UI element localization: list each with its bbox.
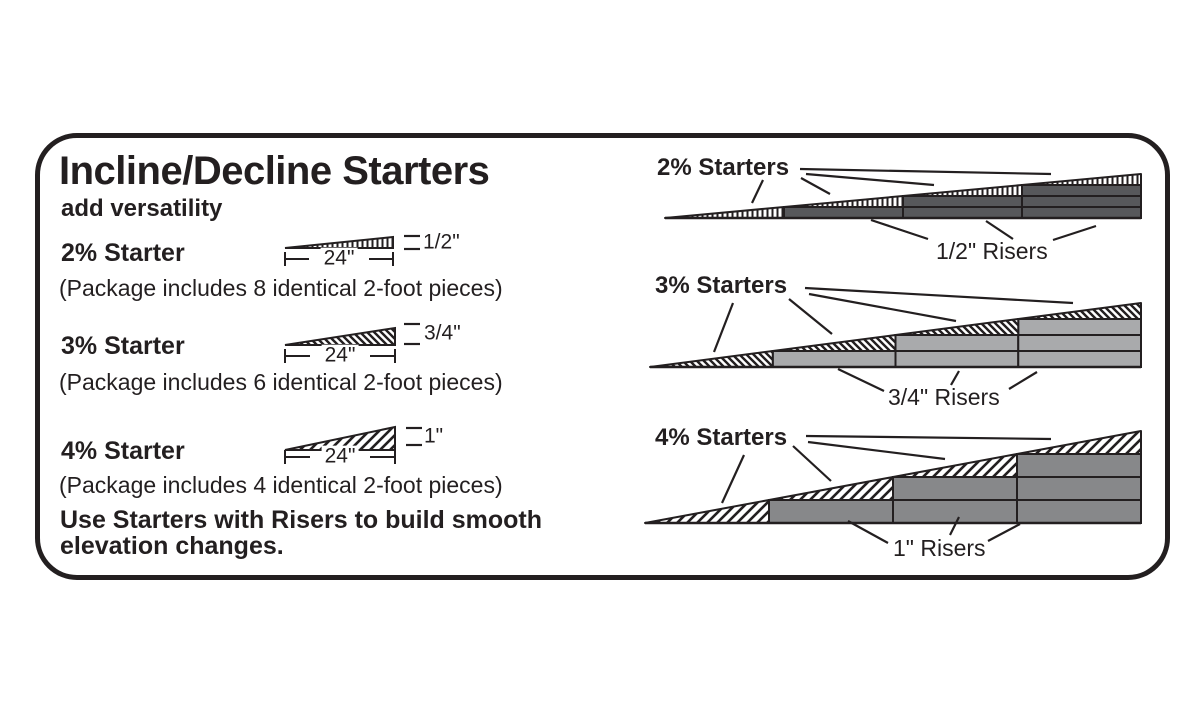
riser-leader-line [950,370,960,386]
length-dimension-label-4pct: 24" [321,445,359,469]
starter-leader-line [805,172,935,187]
riser-block [892,499,1018,524]
riser-block [902,195,1023,208]
starter-wedge [1017,302,1142,320]
starter-leader-line [788,298,833,335]
riser-block [902,206,1023,219]
riser-label-4pct: 1" Risers [893,535,986,561]
riser-block [1021,206,1142,219]
usage-note-line2: elevation changes. [60,532,284,560]
starter-wedge [771,334,897,352]
assembly-label-3pct: 3% Starters [655,272,788,299]
riser-block [1016,499,1142,524]
riser-leader-line [987,523,1021,542]
assembly-diagram-2pct [664,167,1142,242]
starter-piece-drawing-4pct [284,425,422,464]
starter-leader-line [800,177,831,195]
starter-wedge [894,318,1020,336]
starter-leader-line [792,445,832,482]
starter-leader-line [805,434,1052,441]
riser-block [771,350,897,368]
assembly-diagram-3pct [649,286,1142,392]
assembly-diagram-4pct [644,430,1142,544]
starter-leader-line [808,292,957,323]
riser-leader-line [1052,224,1097,242]
riser-leader-line [837,368,885,392]
starter-wedge [1021,173,1142,186]
starter-wedge [664,206,785,219]
riser-label-2pct: 1/2" Risers [936,238,1048,264]
riser-leader-line [847,520,889,544]
height-dimension-label-2pct: 1/2" [423,230,460,254]
riser-block [1017,350,1142,368]
riser-block [783,206,904,219]
assembly-label-4pct: 4% Starters [655,424,788,451]
starter-leader-line [807,440,946,461]
riser-block [1016,476,1142,501]
product-name-3pct: 3% Starter [61,332,185,360]
page-subtitle: add versatility [61,195,223,222]
riser-block [768,499,894,524]
height-dimension-label-3pct: 3/4" [424,321,461,345]
starter-wedge [902,184,1023,197]
starter-leader-line [751,179,764,204]
usage-note: Use Starters with Risers to build smooth… [60,507,542,559]
riser-leader-line [985,220,1014,240]
product-name-4pct: 4% Starter [61,437,185,465]
riser-block [892,476,1018,501]
riser-block [1017,318,1142,336]
starter-leader-line [804,286,1074,305]
assembly-label-2pct: 2% Starters [657,154,790,181]
product-package-note-3pct: (Package includes 6 identical 2-foot pie… [59,369,503,395]
starter-leader-line [712,302,735,353]
riser-leader-line [949,516,960,536]
riser-block [894,350,1020,368]
riser-block [1021,195,1142,208]
riser-label-3pct: 3/4" Risers [888,384,1000,410]
riser-block [894,334,1020,352]
starter-piece-drawing-2pct [284,234,420,266]
riser-leader-line [1008,371,1038,390]
product-package-note-4pct: (Package includes 4 identical 2-foot pie… [59,472,503,498]
starter-leader-line [721,454,745,504]
starter-wedge [649,350,774,368]
starter-wedge [783,195,904,208]
starter-wedge [644,499,770,524]
usage-note-line1: Use Starters with Risers to build smooth [60,506,543,534]
page-title: Incline/Decline Starters [59,149,490,193]
product-name-2pct: 2% Starter [61,239,185,267]
starter-wedge [284,326,396,346]
riser-block [1021,184,1142,197]
product-package-note-2pct: (Package includes 8 identical 2-foot pie… [59,275,503,301]
height-dimension-label-4pct: 1" [424,424,444,448]
starter-wedge [768,476,894,501]
length-dimension-label-2pct: 24" [320,247,358,271]
panel-rounded-border [35,133,1170,580]
starter-wedge [1016,430,1142,455]
length-dimension-label-3pct: 24" [321,344,359,368]
riser-leader-line [870,218,929,241]
starter-wedge [892,453,1018,478]
riser-block [1017,334,1142,352]
starter-leader-line [799,167,1052,176]
riser-block [1016,453,1142,478]
